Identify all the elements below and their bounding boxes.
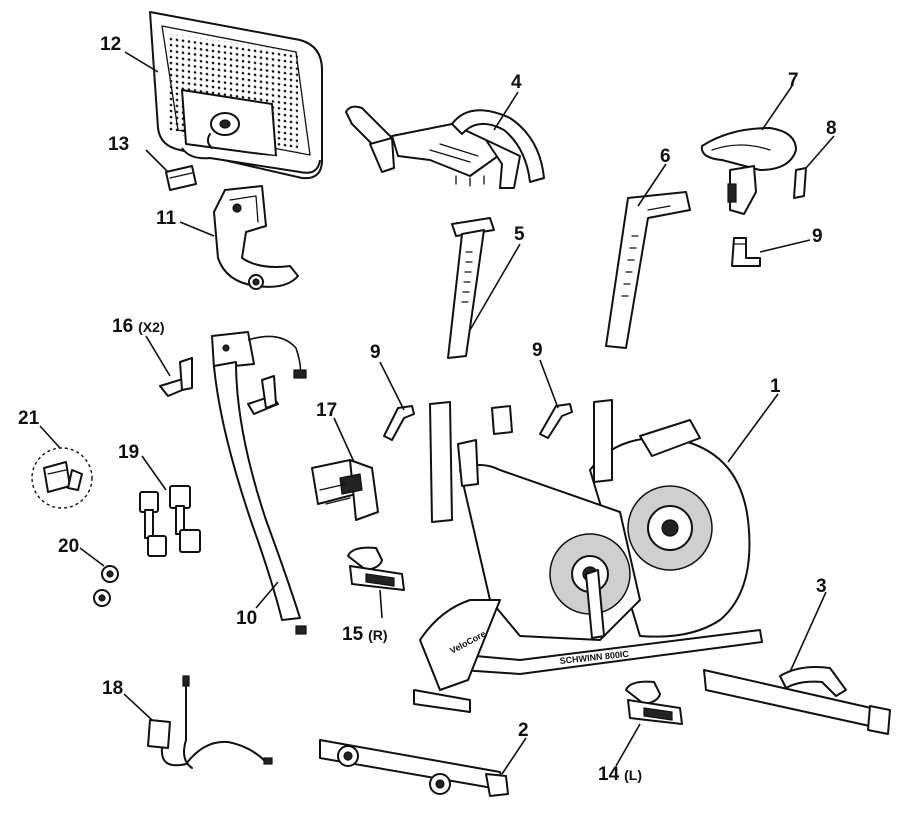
part-number: 13 bbox=[108, 134, 129, 155]
part-number: 9 bbox=[812, 226, 823, 247]
brackets-part bbox=[159, 357, 279, 415]
part-label-p3: 3 bbox=[816, 576, 827, 597]
part-number: 10 bbox=[236, 608, 257, 629]
part-label-p6: 6 bbox=[660, 146, 671, 167]
part-label-p8: 8 bbox=[826, 118, 837, 139]
pedal-right-part bbox=[347, 546, 405, 591]
part-number: 17 bbox=[316, 400, 337, 421]
saddle-part bbox=[700, 127, 797, 215]
part-label-p2: 2 bbox=[518, 720, 529, 741]
front-post-part bbox=[447, 217, 495, 359]
heart-rate-strap-part bbox=[31, 447, 93, 509]
cap-part bbox=[165, 165, 197, 191]
part-number: 21 bbox=[18, 408, 40, 429]
adjust-knob-part-top bbox=[731, 237, 761, 267]
part-label-p21: 21 bbox=[18, 408, 40, 429]
part-label-p20: 20 bbox=[58, 536, 79, 557]
part-number: 11 bbox=[156, 208, 177, 229]
adjust-knob-part-left bbox=[383, 405, 415, 441]
part-label-p14: 14(L) bbox=[598, 764, 642, 785]
part-label-p4: 4 bbox=[511, 72, 522, 93]
part-number: 4 bbox=[511, 72, 522, 93]
part-number: 3 bbox=[816, 576, 827, 597]
part-qualifier: (X2) bbox=[138, 319, 164, 335]
part-number: 9 bbox=[370, 342, 381, 363]
power-adapter-part bbox=[147, 675, 273, 769]
part-label-p11: 11 bbox=[156, 208, 177, 229]
part-label-p9b: 9 bbox=[532, 340, 543, 361]
part-qualifier: (L) bbox=[624, 767, 642, 783]
rear-stabilizer-part bbox=[703, 666, 891, 735]
seat-slider-part bbox=[605, 191, 691, 349]
device-holder-part bbox=[311, 459, 379, 521]
part-label-p5: 5 bbox=[514, 224, 525, 245]
part-qualifier: (R) bbox=[368, 627, 387, 643]
part-number: 18 bbox=[102, 678, 123, 699]
part-label-p9a: 9 bbox=[370, 342, 381, 363]
dumbbells-part bbox=[139, 485, 201, 557]
part-number: 6 bbox=[660, 146, 671, 167]
part-number: 8 bbox=[826, 118, 837, 139]
part-number: 16 bbox=[112, 316, 133, 337]
part-label-p7: 7 bbox=[788, 70, 799, 91]
part-number: 9 bbox=[532, 340, 543, 361]
handlebar-part bbox=[345, 105, 545, 189]
part-label-p15: 15(R) bbox=[342, 624, 388, 645]
console-part bbox=[149, 11, 323, 180]
part-label-p10: 10 bbox=[236, 608, 257, 629]
leader-lines bbox=[39, 51, 835, 775]
front-stabilizer-part bbox=[319, 739, 509, 797]
part-number: 1 bbox=[770, 376, 781, 397]
part-label-p19: 19 bbox=[118, 442, 139, 463]
part-number: 12 bbox=[100, 34, 121, 55]
part-number: 2 bbox=[518, 720, 529, 741]
part-number: 15 bbox=[342, 624, 364, 645]
part-label-p12: 12 bbox=[100, 34, 121, 55]
upright-mast-part bbox=[211, 331, 307, 635]
pedal-left-part bbox=[625, 680, 683, 725]
part-label-p16: 16 (X2) bbox=[112, 316, 165, 337]
part-label-p1: 1 bbox=[770, 376, 781, 397]
part-label-p13: 13 bbox=[108, 134, 129, 155]
adjust-knob-part-center bbox=[539, 403, 573, 439]
part-number: 14 bbox=[598, 764, 620, 785]
part-number: 19 bbox=[118, 442, 139, 463]
console-mount-part bbox=[213, 185, 299, 290]
part-label-p17: 17 bbox=[316, 400, 337, 421]
small-clips-part bbox=[93, 565, 119, 607]
part-number: 7 bbox=[788, 70, 799, 91]
part-label-p9c: 9 bbox=[812, 226, 823, 247]
part-number: 5 bbox=[514, 224, 525, 245]
part-label-p18: 18 bbox=[102, 678, 123, 699]
clip-part bbox=[793, 167, 807, 199]
bike-frame-part: VeloCore SCHWINN 800IC bbox=[413, 399, 763, 713]
part-number: 20 bbox=[58, 536, 79, 557]
